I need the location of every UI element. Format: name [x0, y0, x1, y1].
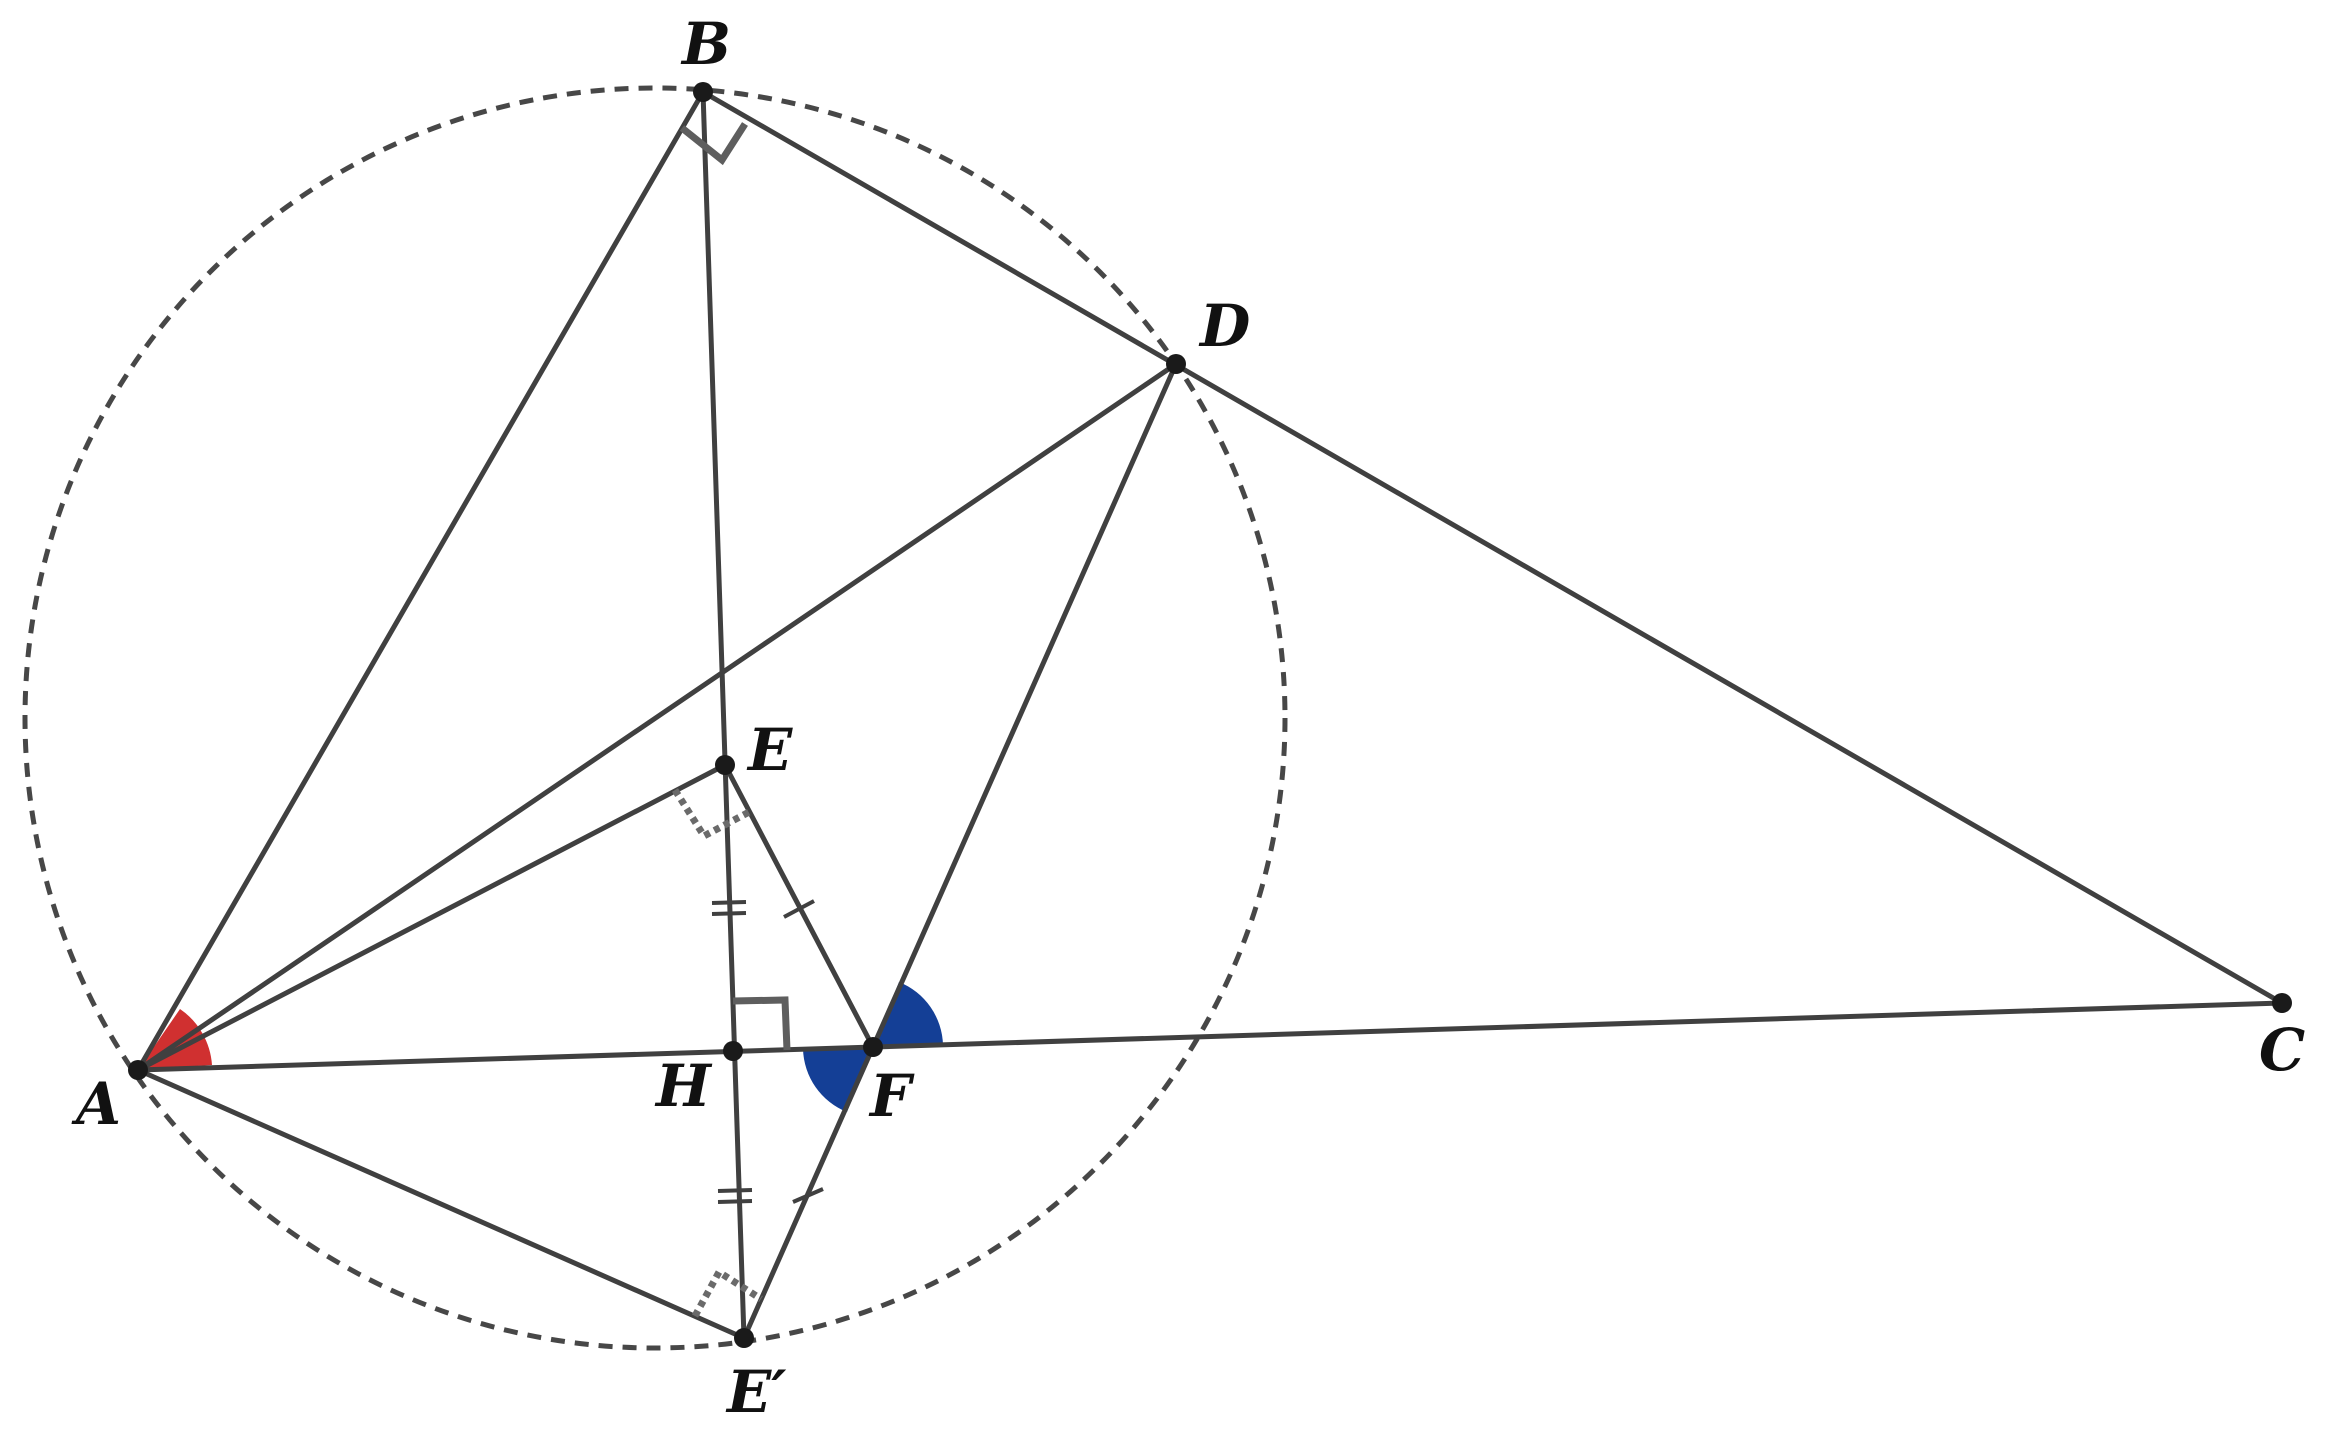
point-e	[715, 755, 735, 775]
right-angle-marker-h	[732, 996, 791, 1051]
point-b	[693, 82, 713, 102]
segment-be-prime	[700, 89, 747, 1341]
segment-bc	[700, 89, 2285, 1006]
point-d	[1166, 354, 1186, 374]
tick-fe-prime	[792, 1187, 824, 1204]
right-angle-marker-e-prime	[691, 1267, 763, 1318]
right-angle-marker-e	[672, 788, 753, 841]
point-e-prime	[734, 1328, 754, 1348]
point-c	[2272, 993, 2292, 1013]
tick-eh-1	[711, 900, 747, 905]
label-d: D	[1198, 292, 1250, 360]
angle-marker-f-lower	[803, 1047, 873, 1112]
label-e: E	[746, 716, 793, 784]
point-f	[863, 1037, 883, 1057]
point-h	[723, 1041, 743, 1061]
segment-fe-prime	[741, 1044, 876, 1341]
tick-ef	[783, 899, 815, 919]
label-b: B	[680, 10, 731, 78]
tick-he-prime-1	[717, 1188, 753, 1193]
label-a: A	[71, 1070, 121, 1138]
angle-marker-f-upper	[873, 982, 943, 1047]
tick-eh-2	[711, 911, 747, 916]
segment-df	[870, 361, 1179, 1050]
segment-ae-prime	[135, 1067, 747, 1341]
label-c: C	[2259, 1016, 2305, 1084]
segment-ac	[135, 1000, 2285, 1073]
segment-ef	[722, 762, 876, 1050]
right-angle-marker-b	[679, 122, 748, 166]
dashed-circle	[22, 85, 1288, 1351]
label-f: F	[868, 1062, 915, 1130]
point-a	[128, 1060, 148, 1080]
segment-ad	[135, 361, 1179, 1073]
label-h: H	[654, 1052, 713, 1120]
label-e-prime: E′	[725, 1358, 787, 1426]
segment-ae	[135, 762, 728, 1073]
segment-ab	[135, 89, 706, 1073]
tick-he-prime-2	[717, 1199, 753, 1204]
